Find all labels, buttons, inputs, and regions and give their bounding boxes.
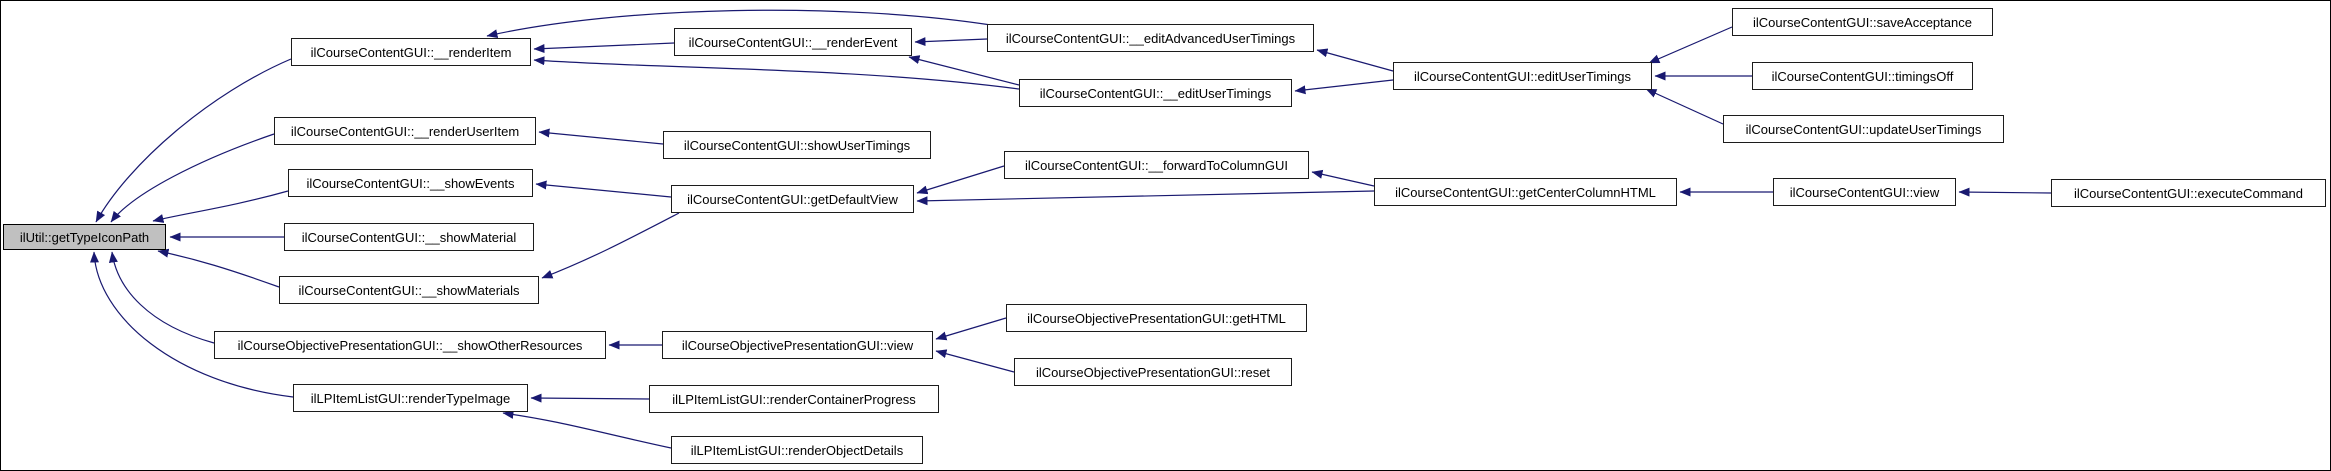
edge-showOtherResources-to-root: [108, 251, 215, 344]
node-getDefaultView[interactable]: ilCourseContentGUI::getDefaultView: [671, 185, 914, 213]
edge-reset-to-objView: [935, 349, 1015, 373]
edge-forwardToColumnGUI-to-getDefaultView: [916, 165, 1005, 195]
node-getHTML[interactable]: ilCourseObjectivePresentationGUI::getHTM…: [1006, 304, 1307, 332]
edge-getCenterColumnHTML-to-getDefaultView: [916, 190, 1375, 206]
node-renderObjectDetails[interactable]: ilLPItemListGUI::renderObjectDetails: [671, 436, 923, 464]
node-timingsOff[interactable]: ilCourseContentGUI::timingsOff: [1752, 62, 1973, 90]
edge-getHTML-to-objView: [935, 317, 1007, 341]
node-editUserTimings[interactable]: ilCourseContentGUI::editUserTimings: [1393, 62, 1652, 90]
node-showUserTimings[interactable]: ilCourseContentGUI::showUserTimings: [663, 131, 931, 159]
edge-editUserTimings-to-editUserTimingsPriv: [1294, 79, 1394, 95]
edge-executeCommand-to-view: [1958, 187, 2052, 197]
edge-showUserTimings-to-renderUserItem: [538, 128, 664, 145]
node-renderUserItem[interactable]: ilCourseContentGUI::__renderUserItem: [274, 117, 536, 145]
node-renderContainerProgress[interactable]: ilLPItemListGUI::renderContainerProgress: [649, 385, 939, 413]
edge-renderObjectDetails-to-renderTypeImage: [502, 409, 672, 449]
edge-showMaterials-to-root: [157, 248, 280, 288]
node-objView[interactable]: ilCourseObjectivePresentationGUI::view: [662, 331, 933, 359]
node-showMaterials[interactable]: ilCourseContentGUI::__showMaterials: [279, 276, 539, 304]
edge-renderContainerProgress-to-renderTypeImage: [530, 393, 650, 403]
node-editUserTimingsPriv[interactable]: ilCourseContentGUI::__editUserTimings: [1019, 79, 1292, 107]
node-renderItem[interactable]: ilCourseContentGUI::__renderItem: [291, 38, 531, 66]
node-renderTypeImage[interactable]: ilLPItemListGUI::renderTypeImage: [293, 384, 528, 412]
node-showOtherResources[interactable]: ilCourseObjectivePresentationGUI::__show…: [214, 331, 606, 359]
node-view[interactable]: ilCourseContentGUI::view: [1773, 178, 1956, 206]
node-executeCommand[interactable]: ilCourseContentGUI::executeCommand: [2051, 179, 2326, 207]
node-root: ilUtil::getTypeIconPath: [3, 224, 166, 250]
edge-renderTypeImage-to-root: [90, 251, 294, 398]
node-renderEvent[interactable]: ilCourseContentGUI::__renderEvent: [674, 28, 912, 56]
edge-updateUserTimings-to-editUserTimings: [1645, 88, 1724, 125]
edge-editUserTimingsPriv-to-renderItem: [533, 56, 1020, 90]
node-editAdvancedUserTimings[interactable]: ilCourseContentGUI::__editAdvancedUserTi…: [987, 24, 1314, 52]
edge-saveAcceptance-to-editUserTimings: [1648, 26, 1733, 64]
node-forwardToColumnGUI[interactable]: ilCourseContentGUI::__forwardToColumnGUI: [1004, 151, 1309, 179]
node-saveAcceptance[interactable]: ilCourseContentGUI::saveAcceptance: [1732, 8, 1993, 36]
node-showEvents[interactable]: ilCourseContentGUI::__showEvents: [288, 169, 533, 197]
node-getCenterColumnHTML[interactable]: ilCourseContentGUI::getCenterColumnHTML: [1374, 178, 1677, 206]
edge-renderUserItem-to-root: [110, 133, 275, 223]
node-updateUserTimings[interactable]: ilCourseContentGUI::updateUserTimings: [1723, 115, 2004, 143]
node-reset[interactable]: ilCourseObjectivePresentationGUI::reset: [1014, 358, 1292, 386]
edge-editAdvancedUserTimings-to-renderEvent: [914, 37, 988, 47]
edge-renderEvent-to-renderItem: [533, 42, 675, 54]
edge-getDefaultView-to-showMaterials: [541, 212, 680, 279]
edge-showEvents-to-root: [152, 190, 289, 223]
edge-editUserTimingsPriv-to-renderEvent: [908, 55, 1020, 86]
edge-editUserTimings-to-editAdvancedUserTimings: [1316, 48, 1394, 72]
edge-getDefaultView-to-showEvents: [535, 180, 672, 198]
edge-renderItem-to-root: [95, 58, 292, 223]
node-showMaterial[interactable]: ilCourseContentGUI::__showMaterial: [284, 223, 534, 251]
edge-getCenterColumnHTML-to-forwardToColumnGUI: [1311, 169, 1375, 187]
